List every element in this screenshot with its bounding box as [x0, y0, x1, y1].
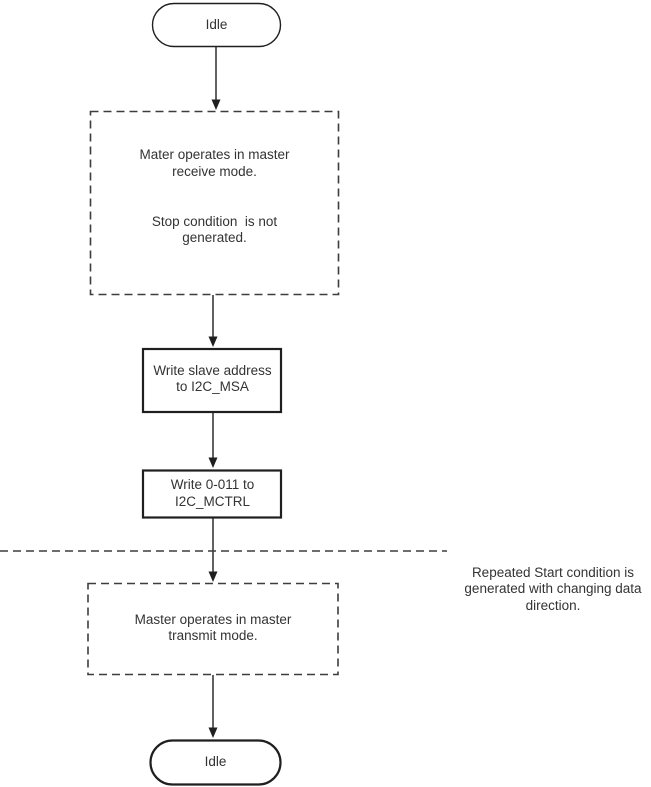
idle-start-label: Idle [205, 16, 228, 32]
arrowhead-receive-to-msa [208, 336, 218, 347]
arrowhead-transmit-to-idle [208, 727, 218, 738]
repeated-start-annotation: Repeated Start condition is generated wi… [464, 564, 642, 613]
transmit-state-label: Master operates in master transmit mode. [134, 611, 292, 644]
arrowhead-msa-to-mctrl [208, 457, 218, 468]
receive-state-box-shape [89, 110, 340, 296]
arrowhead-idle-to-receive [211, 99, 221, 110]
idle-end-node-shape [149, 739, 282, 786]
arrowhead-mctrl-to-transmit [208, 571, 218, 582]
idle-end-label: Idle [204, 753, 227, 769]
write-mctrl-box-shape [141, 469, 283, 519]
receive-state-text-2: Stop condition is not generated. [151, 213, 278, 246]
receive-state-text-1: Mater operates in master receive mode. [139, 147, 290, 179]
transmit-state-box-shape [87, 582, 339, 676]
write-mctrl-label: Write 0-011 to I2C_MCTRL [170, 477, 255, 509]
write-msa-box-shape [141, 347, 283, 414]
write-msa-label: Write slave address to I2C_MSA [153, 362, 272, 395]
